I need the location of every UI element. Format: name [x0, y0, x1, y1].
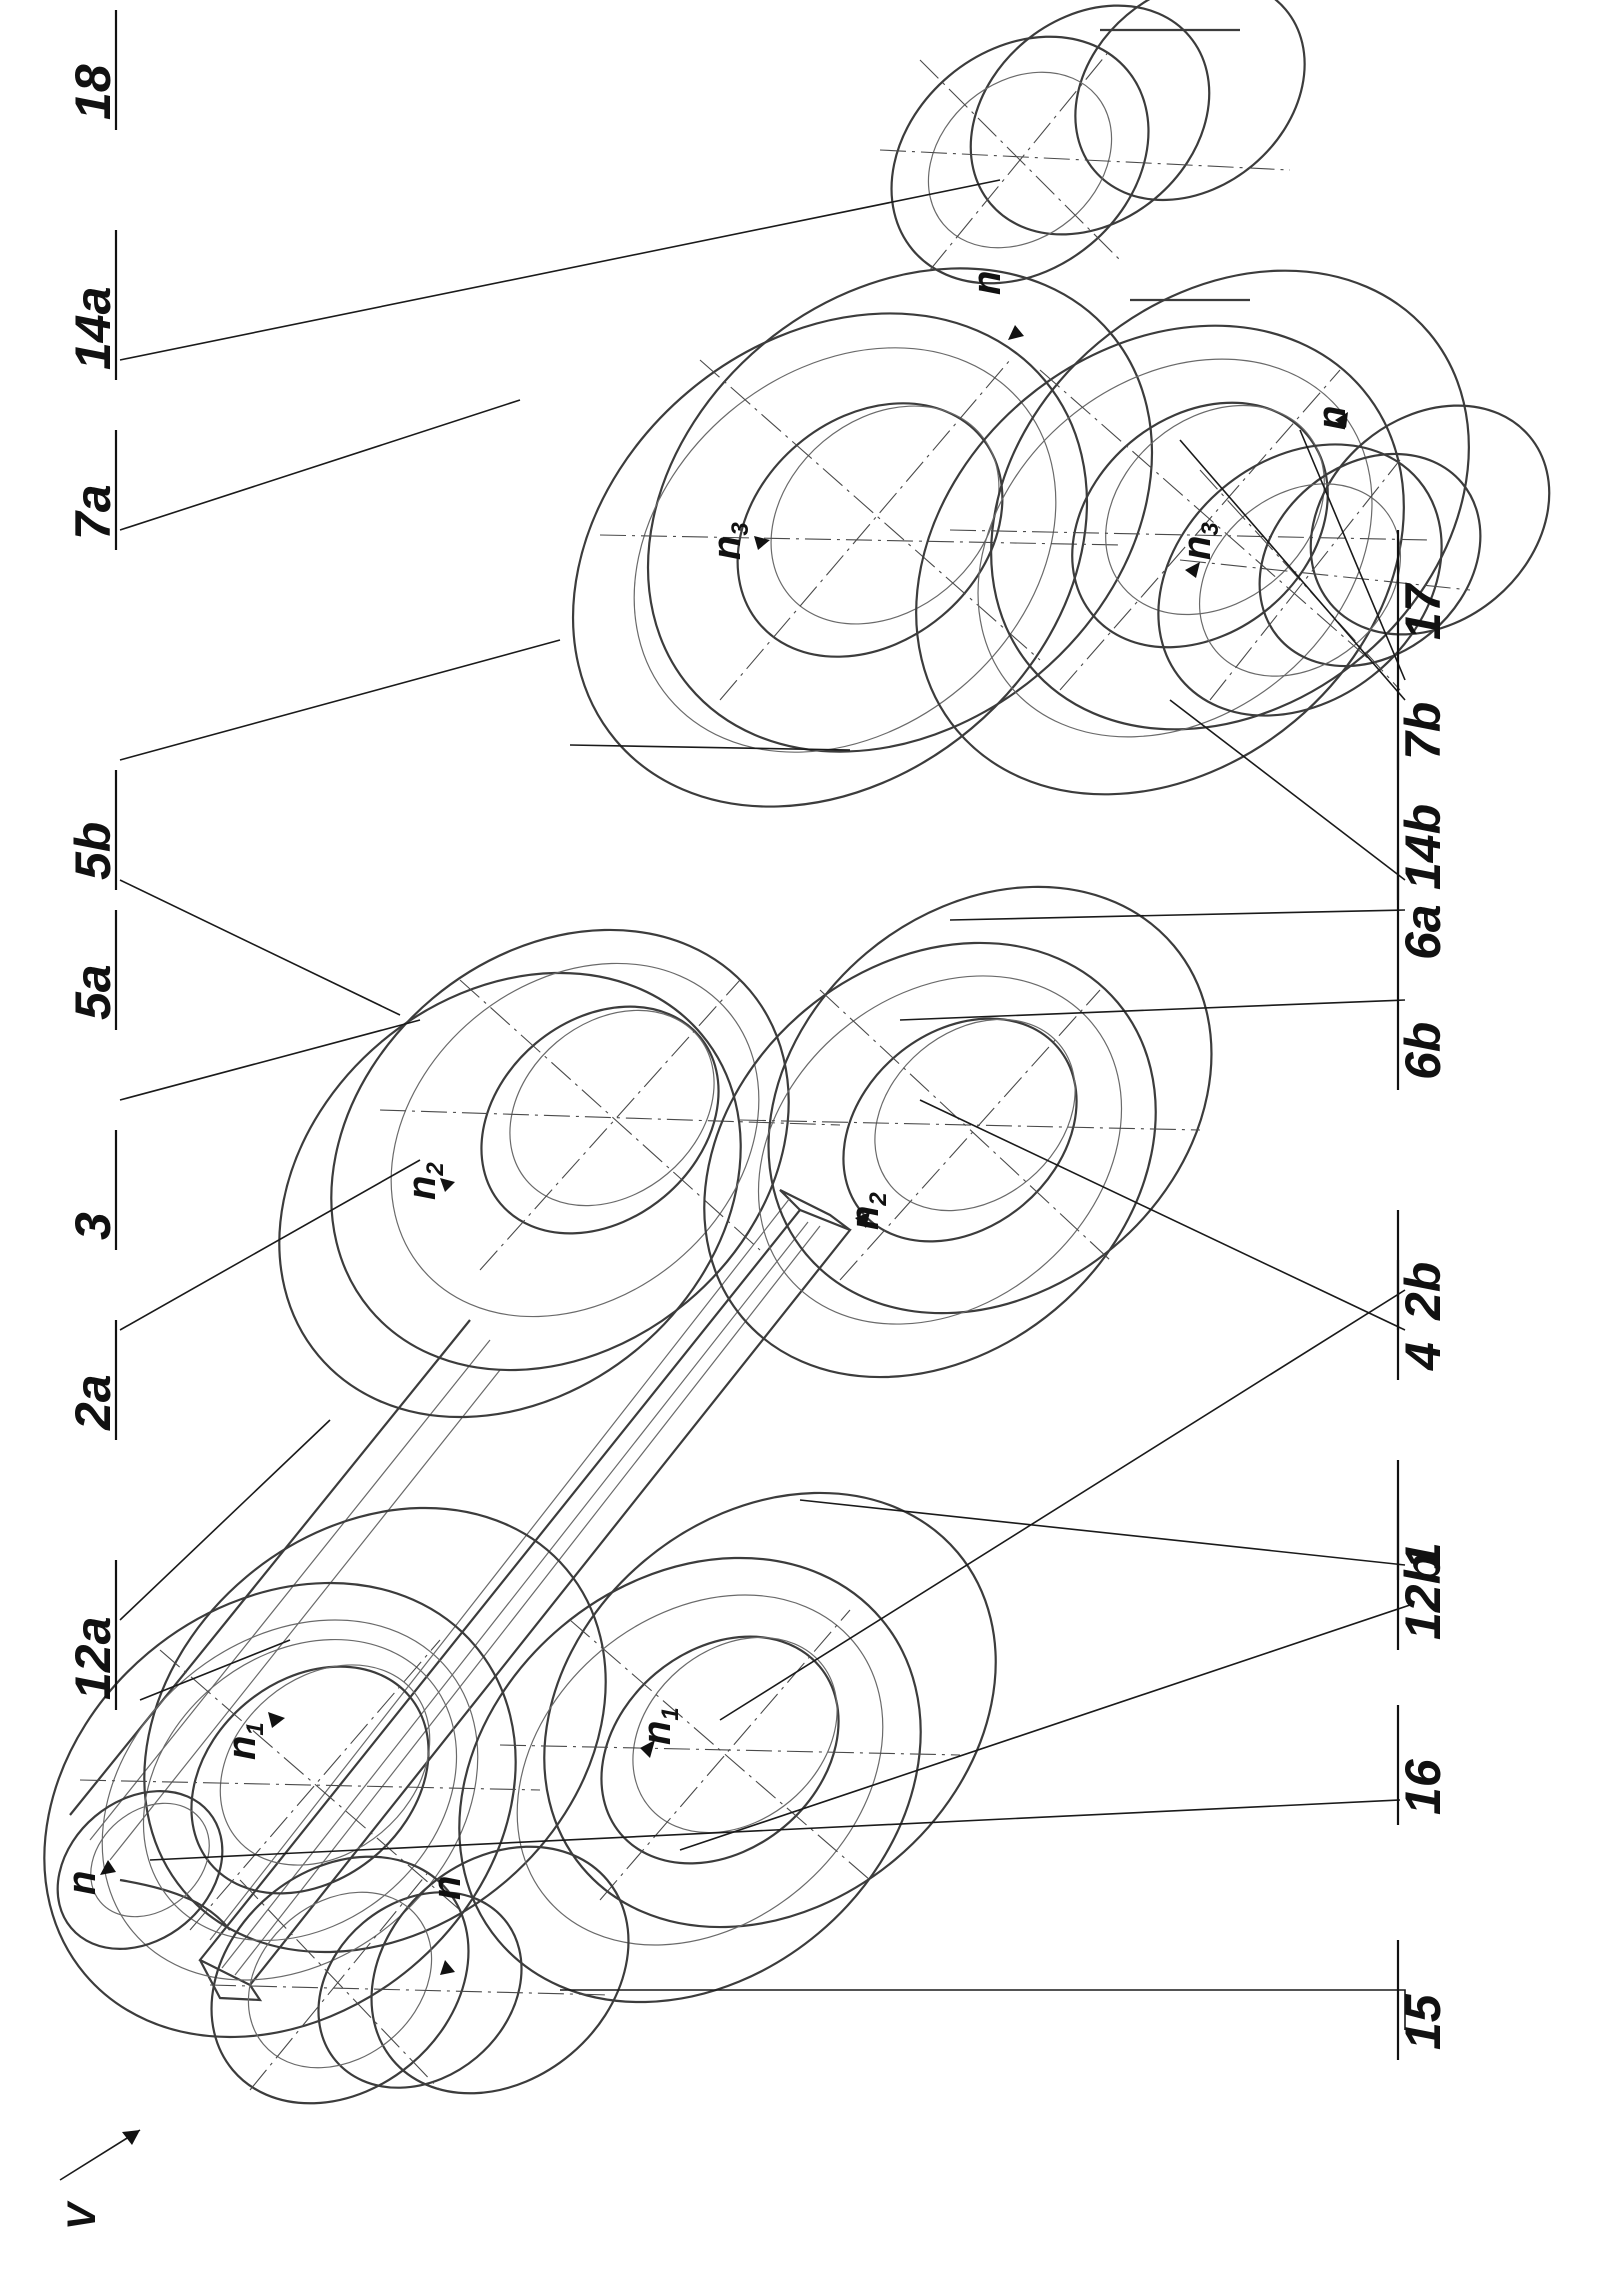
- label-17: 17: [1395, 582, 1451, 640]
- label-2b: 2b: [1395, 1262, 1451, 1321]
- label-5a: 5a: [65, 964, 121, 1020]
- rotation-n1-lower: n1: [635, 1707, 684, 1745]
- rotation-n3-upper: n3: [705, 522, 754, 560]
- label-2a: 2a: [65, 1374, 121, 1431]
- label-1: 1: [1395, 1542, 1451, 1570]
- label-7a: 7a: [65, 484, 121, 540]
- label-12b: 12b: [1395, 1554, 1451, 1640]
- velocity-arrow: [122, 2130, 140, 2145]
- label-4: 4: [1395, 1342, 1451, 1371]
- rotation-marks: V n n1 n1 n2 n2 n3: [59, 271, 1354, 2230]
- rotation-n1-upper: n1: [220, 1722, 269, 1760]
- rotation-n3-lower: n3: [1175, 522, 1224, 560]
- left-labels: 12a 2a 3 5a 5b 7a 14a 18: [65, 10, 121, 1710]
- leader-lines: [119, 179, 1411, 2030]
- rotation-n-roll-16: n: [60, 1871, 104, 1895]
- label-7b: 7b: [1395, 702, 1451, 760]
- roll-7a: [571, 267, 1154, 808]
- label-6b: 6b: [1395, 1022, 1451, 1080]
- label-18: 18: [65, 64, 121, 120]
- right-labels: 15 16 12b 2b 1 4 6b 6a: [1395, 530, 1451, 2060]
- roll-16: [56, 1790, 224, 1950]
- roll-4-6a-6b: [703, 885, 1213, 1379]
- rotation-n2-lower: n2: [843, 1192, 892, 1230]
- label-14b: 14b: [1395, 804, 1451, 890]
- velocity-label: V: [60, 2200, 104, 2230]
- label-15: 15: [1395, 1993, 1451, 2050]
- label-3: 3: [65, 1212, 121, 1240]
- label-16: 16: [1395, 1758, 1451, 1815]
- label-6a: 6a: [1395, 904, 1451, 960]
- roll-12b-2b: [458, 1491, 997, 2004]
- profile-strip: [69, 1189, 852, 2002]
- rotation-n-roll-15: n: [425, 1876, 469, 1900]
- roll-17: [1157, 404, 1551, 717]
- roll-15: [209, 1845, 630, 2105]
- roll-18: [879, 0, 1306, 302]
- label-5b: 5b: [65, 822, 121, 880]
- roll-3: [278, 928, 841, 1419]
- label-14a: 14a: [65, 287, 121, 370]
- label-12a: 12a: [65, 1617, 121, 1700]
- rotation-n-roll-17: n: [1310, 406, 1354, 430]
- rotation-n-roll-18: n: [965, 271, 1009, 295]
- rotation-n2-upper: n2: [400, 1162, 449, 1200]
- roll-7b-14b: [915, 269, 1470, 796]
